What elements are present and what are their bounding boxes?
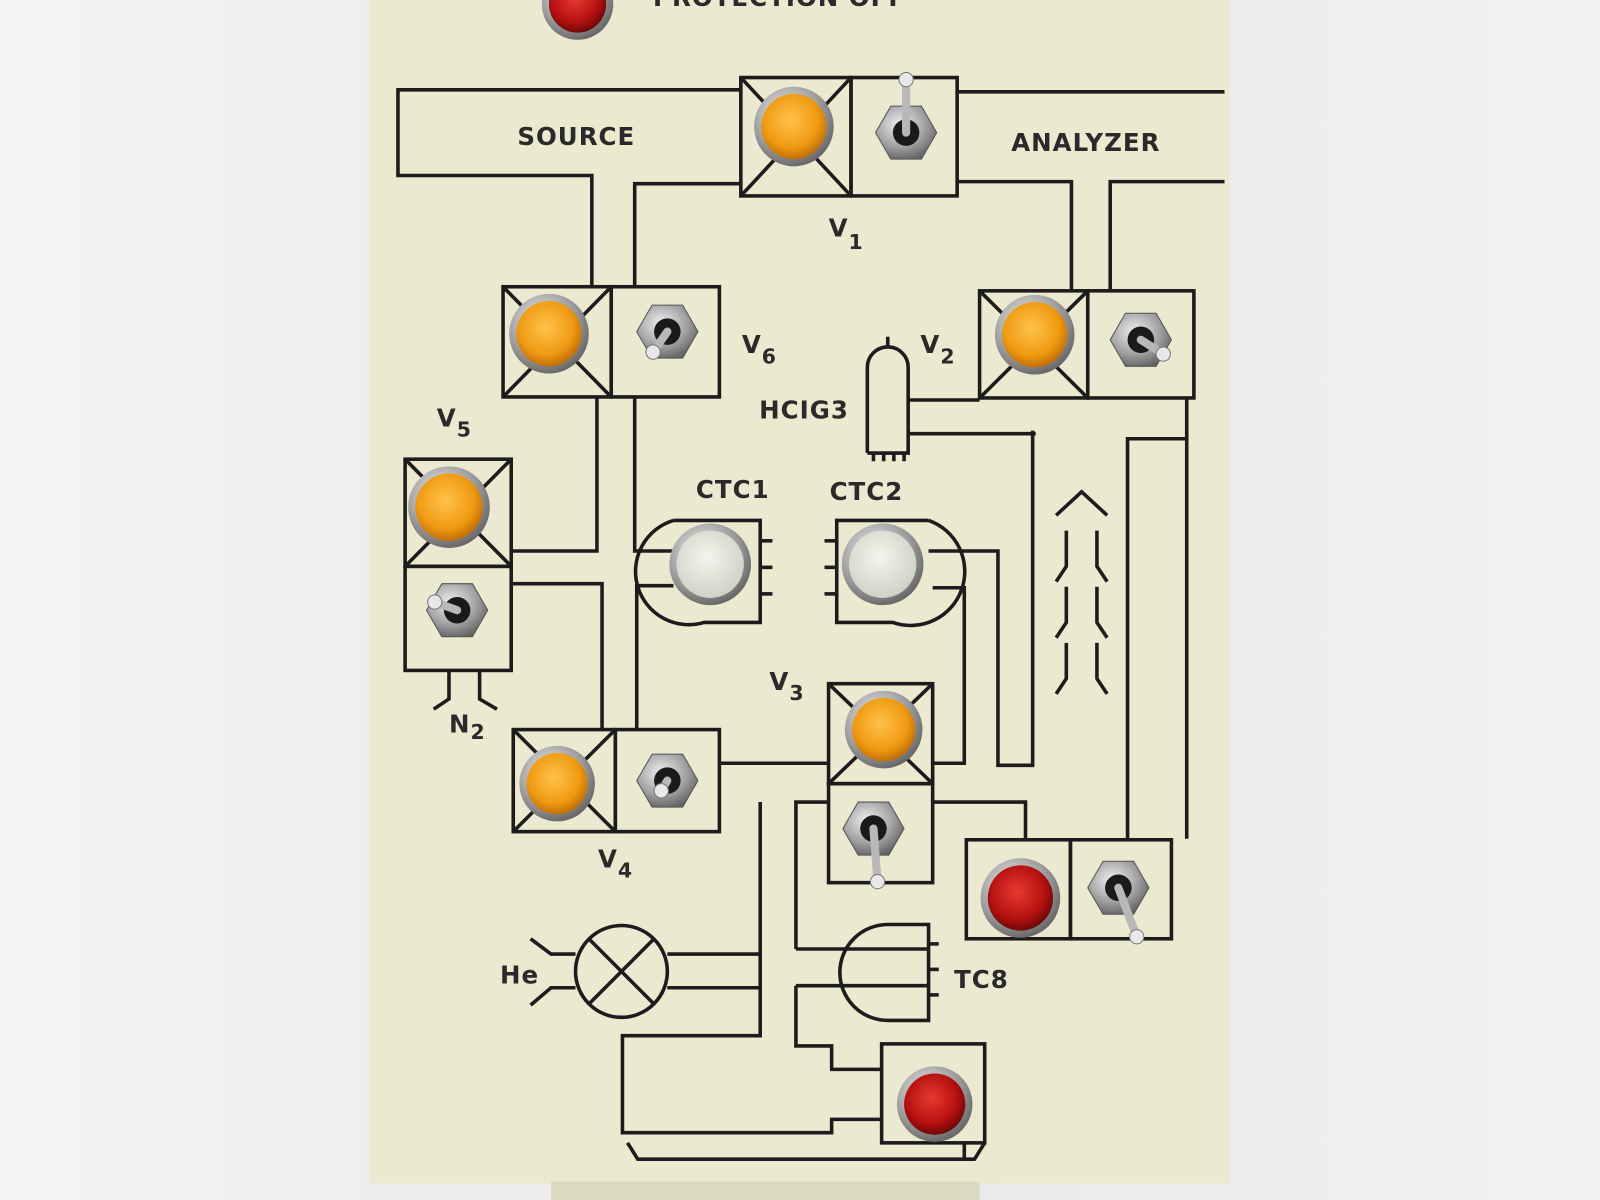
v6-lamp[interactable]	[516, 301, 582, 367]
analyzer-label: ANALYZER	[1011, 128, 1160, 157]
v6-toggle-tip[interactable]	[645, 344, 661, 360]
hcig3-gauge-symbol	[865, 345, 1036, 455]
bottom-indicator-switch-box	[879, 1042, 987, 1145]
panel-face	[369, 0, 1230, 1184]
pipe-line	[794, 985, 882, 1072]
v2-switch-box	[1085, 289, 1196, 400]
v3-toggle-tip[interactable]	[869, 873, 886, 890]
pipe-line	[957, 179, 1074, 291]
flow-direction-arrow	[1054, 489, 1109, 695]
n2-inlet-lines	[432, 670, 498, 711]
pipe-line	[626, 1141, 987, 1161]
v3-label: V3	[769, 667, 804, 705]
pipe-line	[794, 800, 829, 949]
v1-label: V1	[829, 214, 864, 254]
v2-toggle-tip[interactable]	[1155, 346, 1171, 362]
v4-toggle-tip[interactable]	[653, 783, 669, 799]
v4-switch-box	[613, 727, 722, 834]
v5-switch-box	[403, 564, 514, 673]
pipe-line	[1125, 436, 1187, 839]
tc8-valve-switch-switch-box	[1068, 838, 1174, 941]
v4-label: V4	[598, 844, 633, 882]
tc8-label: TC8	[954, 965, 1009, 994]
ctc1-label: CTC1	[696, 475, 770, 504]
v3-toggle-lever[interactable]	[869, 824, 882, 886]
ctc2-label: CTC2	[830, 477, 904, 506]
v5-label: V5	[437, 404, 472, 442]
v4-lamp[interactable]	[526, 753, 588, 815]
hcig3-label: HCIG3	[759, 395, 849, 424]
v1-toggle-tip[interactable]	[898, 71, 914, 88]
schematic-lines	[396, 88, 1225, 1161]
v1-lamp[interactable]	[761, 93, 827, 160]
valve-boxes	[403, 75, 1196, 1145]
tc8-valve-toggle-tip[interactable]	[1129, 929, 1145, 945]
pipe-line	[632, 181, 741, 288]
v6-switch-box	[609, 284, 722, 399]
ctc2-gauge-outline	[834, 518, 967, 628]
ctc1-lamp[interactable]	[676, 530, 744, 598]
pipe-line	[932, 800, 1028, 840]
protection-off-lamp[interactable]	[548, 0, 607, 33]
n2-label: N2	[449, 710, 486, 744]
pipe-line	[632, 396, 674, 553]
pipe-line	[928, 430, 1035, 768]
v2-lamp[interactable]	[1002, 302, 1068, 368]
components	[408, 0, 1173, 1142]
v6-label: V6	[742, 330, 777, 368]
ctc2-lamp[interactable]	[848, 530, 917, 598]
ctc1-gauge-outline	[633, 518, 762, 627]
he-inlet-lines	[529, 937, 576, 1007]
v2-label: V2	[920, 330, 955, 368]
source-label: SOURCE	[517, 122, 635, 151]
tc8-gauge-outline	[838, 922, 931, 1023]
pipe-line	[511, 396, 599, 553]
v5-lamp[interactable]	[415, 473, 483, 541]
protection-off-label: PROTECTION OFF	[653, 0, 906, 12]
pipe-line	[932, 585, 967, 766]
v3-lamp[interactable]	[852, 697, 916, 762]
pipe-line	[620, 802, 882, 1135]
pipe-line	[396, 88, 741, 288]
bottom-indicator-lamp[interactable]	[904, 1073, 966, 1135]
he-valve-cross	[587, 937, 656, 1006]
pipe-line	[511, 581, 604, 730]
tc8-valve-lamp[interactable]	[987, 865, 1054, 931]
v5-toggle-tip[interactable]	[427, 594, 443, 610]
pipe-line	[1108, 179, 1225, 291]
panel-base	[551, 1181, 980, 1200]
he-label: He	[500, 961, 539, 990]
he-valve-symbol	[573, 923, 670, 1020]
tc8-valve-toggle-lever[interactable]	[1114, 883, 1141, 941]
